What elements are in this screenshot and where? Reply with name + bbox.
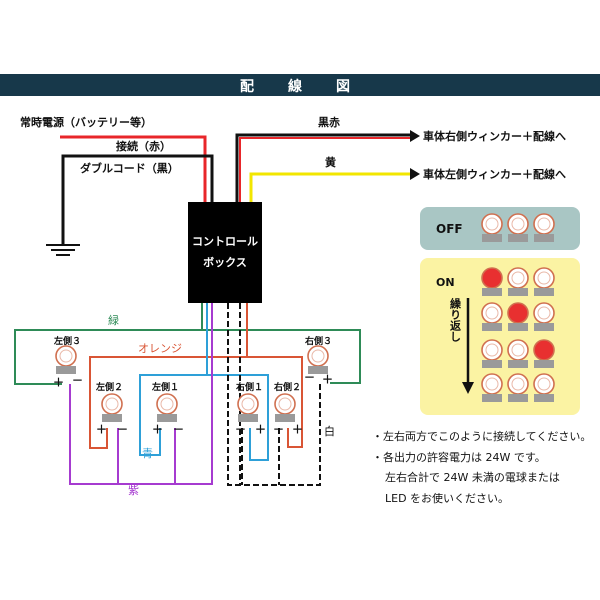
control-box <box>188 202 262 303</box>
bulb-left-1-label: 左側１ <box>151 381 179 393</box>
orange-wire <box>89 303 248 449</box>
off-label: OFF <box>436 222 463 236</box>
repeat-label-group: 繰り返し <box>449 297 462 343</box>
bulb-right-1 <box>237 393 259 423</box>
bulb-left-2 <box>101 393 123 423</box>
right1-plus: ＋ <box>255 423 266 436</box>
connect-red-label: 接続（赤） <box>116 139 171 153</box>
note-3: 左右合計で 24W 未満の電球または <box>385 470 560 484</box>
bulb-right-2-label: 右側２ <box>273 381 301 393</box>
bulb-left-1 <box>156 393 178 423</box>
constant-power-label: 常時電源（バッテリー等） <box>20 115 152 129</box>
blue-label: 青 <box>142 447 153 460</box>
left2-minus: － <box>117 423 128 436</box>
bulb-right-3 <box>307 345 329 375</box>
diagram-title: 配 線 図 <box>240 79 360 95</box>
yellow-label: 黄 <box>325 155 336 169</box>
red-wire <box>60 135 207 202</box>
black-red-wire <box>235 133 410 202</box>
blue-wire <box>139 303 208 456</box>
off-panel: OFF <box>420 207 580 250</box>
black-red-label: 黒赤 <box>318 115 340 129</box>
control-box-label-1: コントロール <box>192 235 258 248</box>
on-panel: ON 繰り返し <box>420 258 580 415</box>
on-row-2 <box>481 302 555 332</box>
power-wiring <box>46 130 420 256</box>
left3-minus: － <box>72 374 83 387</box>
left3-plus: ＋ <box>53 376 64 389</box>
left1-minus: － <box>173 423 184 436</box>
right3-minus: － <box>304 371 315 384</box>
on-row-3 <box>481 339 555 369</box>
arrow-right-winker <box>410 130 420 142</box>
right1-minus: － <box>235 423 246 436</box>
on-row-4 <box>481 373 555 403</box>
left2-plus: ＋ <box>96 423 107 436</box>
double-cord-label: ダブルコード（黒） <box>80 161 179 175</box>
repeat-label: 繰り返し <box>449 297 462 343</box>
control-box-label-2: ボックス <box>203 255 247 269</box>
bulb-left-3-label: 左側３ <box>53 335 81 347</box>
white-label: 白 <box>324 424 335 438</box>
right-winker-label: 車体右側ウィンカー＋配線へ <box>423 129 566 143</box>
left-winker-label: 車体左側ウィンカー＋配線へ <box>423 167 566 181</box>
output-wiring <box>14 303 361 486</box>
right2-plus: ＋ <box>292 423 303 436</box>
black-ground-wire <box>61 154 214 245</box>
right3-plus: ＋ <box>322 373 333 386</box>
title-bar: 配 線 図 <box>0 74 600 96</box>
bulb-right-2 <box>274 393 296 423</box>
bulb-right-3-label: 右側３ <box>304 335 332 347</box>
green-wire <box>14 303 203 385</box>
note-1: ・左右両方でこのように接続してください。 <box>372 429 591 443</box>
left1-plus: ＋ <box>152 423 163 436</box>
arrow-left-winker <box>410 168 420 180</box>
green-label: 緑 <box>108 313 119 327</box>
yellow-wire <box>249 172 410 202</box>
note-2: ・各出力の許容電力は 24W です。 <box>372 450 546 464</box>
on-row-1 <box>481 267 555 297</box>
on-label: ON <box>436 276 455 289</box>
white-wire <box>227 303 321 486</box>
note-4: LED をお使いください。 <box>385 492 509 505</box>
right2-minus: － <box>273 423 284 436</box>
purple-label: 紫 <box>128 484 139 497</box>
bulb-left-2-label: 左側２ <box>95 381 123 393</box>
bulb-left-3 <box>55 345 77 375</box>
orange-label: オレンジ <box>138 342 182 355</box>
purple-wire <box>69 303 213 485</box>
bulb-right-1-label: 右側１ <box>235 381 263 393</box>
